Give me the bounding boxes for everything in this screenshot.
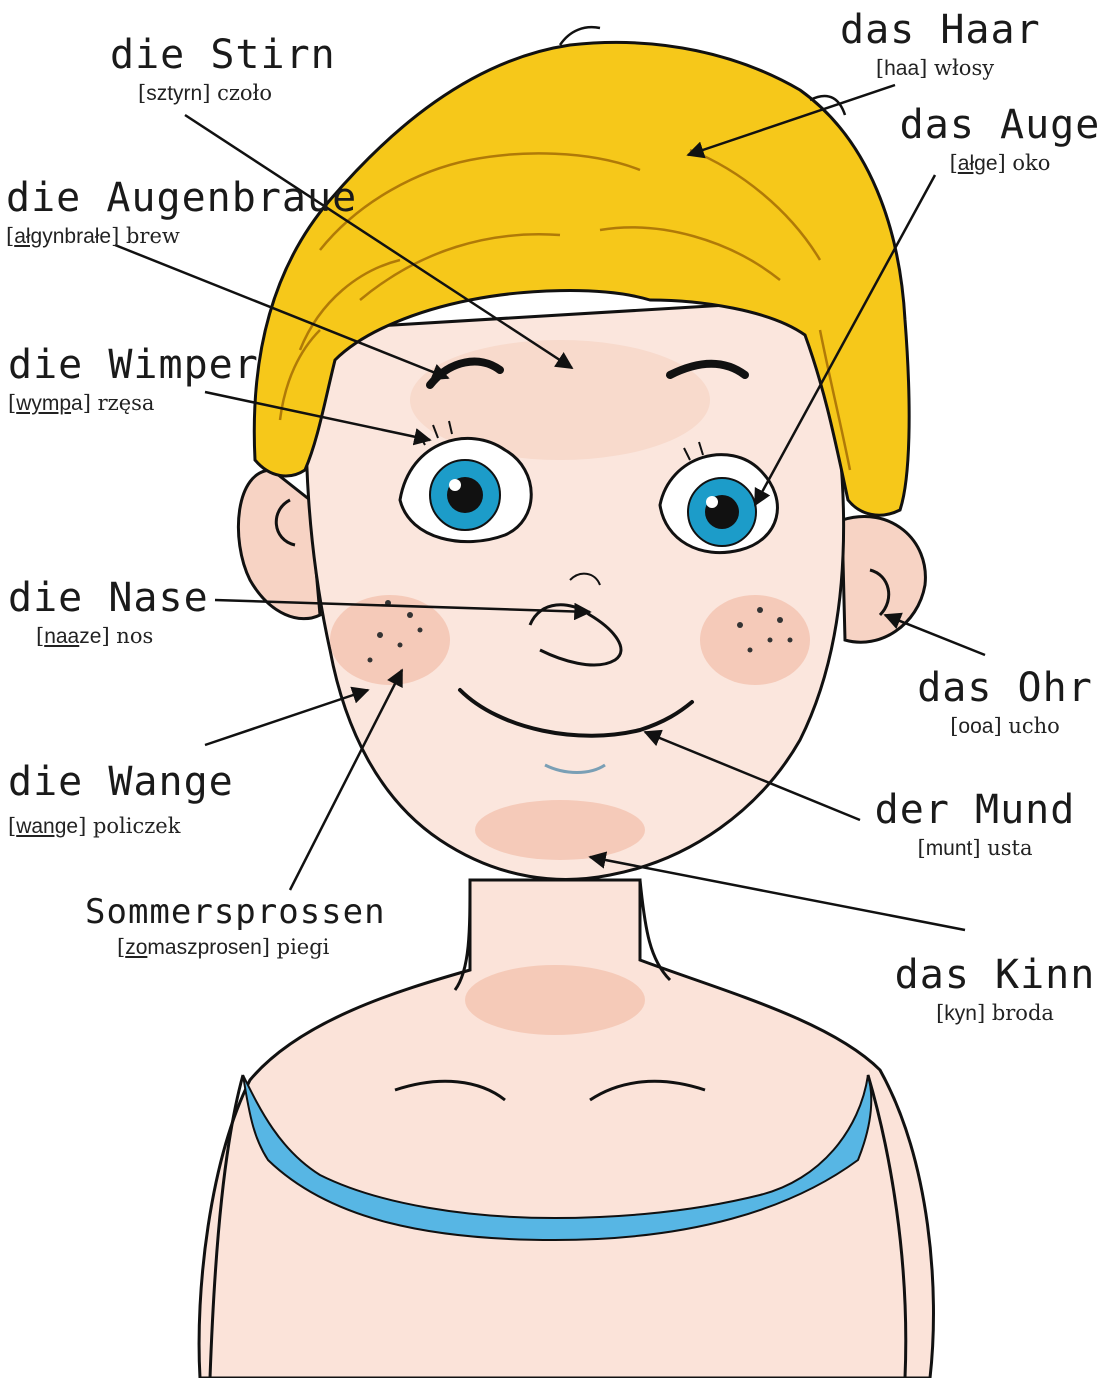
label-ohr-pron: [ooa] ucho <box>905 716 1105 737</box>
label-ohr-word: das Ohr <box>905 668 1105 708</box>
pointer-wange <box>205 690 368 745</box>
label-stirn: die Stirn [sztyrn] czoło <box>110 35 300 104</box>
label-auge: das Auge [ałge] oko <box>895 105 1105 174</box>
label-kinn-pron: [kyn] broda <box>880 1003 1110 1024</box>
label-kinn: das Kinn [kyn] broda <box>880 955 1110 1024</box>
label-augenbraue-pron: [ałgynbrałe] brew <box>6 226 357 247</box>
label-ohr: das Ohr [ooa] ucho <box>905 668 1105 737</box>
label-sommersprossen-pron: [zomaszprosen] piegi <box>117 937 386 958</box>
label-haar-word: das Haar <box>840 10 1030 50</box>
label-nase: die Nase [naaze] nos <box>8 578 209 647</box>
label-wange: die Wange [wange] policzek <box>8 762 234 837</box>
label-wimper-word: die Wimper <box>8 345 259 385</box>
label-wimper: die Wimper [wympa] rzęsa <box>8 345 259 414</box>
label-nase-word: die Nase <box>8 578 209 618</box>
label-wange-word: die Wange <box>8 762 234 802</box>
label-augenbraue: die Augenbraue [ałgynbrałe] brew <box>6 178 357 247</box>
label-sommersprossen-word: Sommersprossen <box>85 895 386 929</box>
label-mund-word: der Mund <box>855 790 1095 830</box>
label-wimper-pron: [wympa] rzęsa <box>8 393 259 414</box>
label-nase-pron: [naaze] nos <box>36 626 209 647</box>
label-sommersprossen: Sommersprossen [zomaszprosen] piegi <box>85 895 386 958</box>
label-wange-pron: [wange] policzek <box>8 816 234 837</box>
label-auge-word: das Auge <box>895 105 1105 145</box>
label-auge-pron: [ałge] oko <box>895 153 1105 174</box>
label-kinn-word: das Kinn <box>880 955 1110 995</box>
label-mund: der Mund [munt] usta <box>855 790 1095 859</box>
label-haar: das Haar [haa] włosy <box>840 10 1030 79</box>
label-stirn-word: die Stirn <box>110 35 300 75</box>
label-haar-pron: [haa] włosy <box>840 58 1030 79</box>
label-stirn-pron: [sztyrn] czoło <box>110 83 300 104</box>
label-augenbraue-word: die Augenbraue <box>6 178 357 218</box>
label-mund-pron: [munt] usta <box>855 838 1095 859</box>
pointer-ohr <box>885 615 985 655</box>
face <box>306 300 844 879</box>
